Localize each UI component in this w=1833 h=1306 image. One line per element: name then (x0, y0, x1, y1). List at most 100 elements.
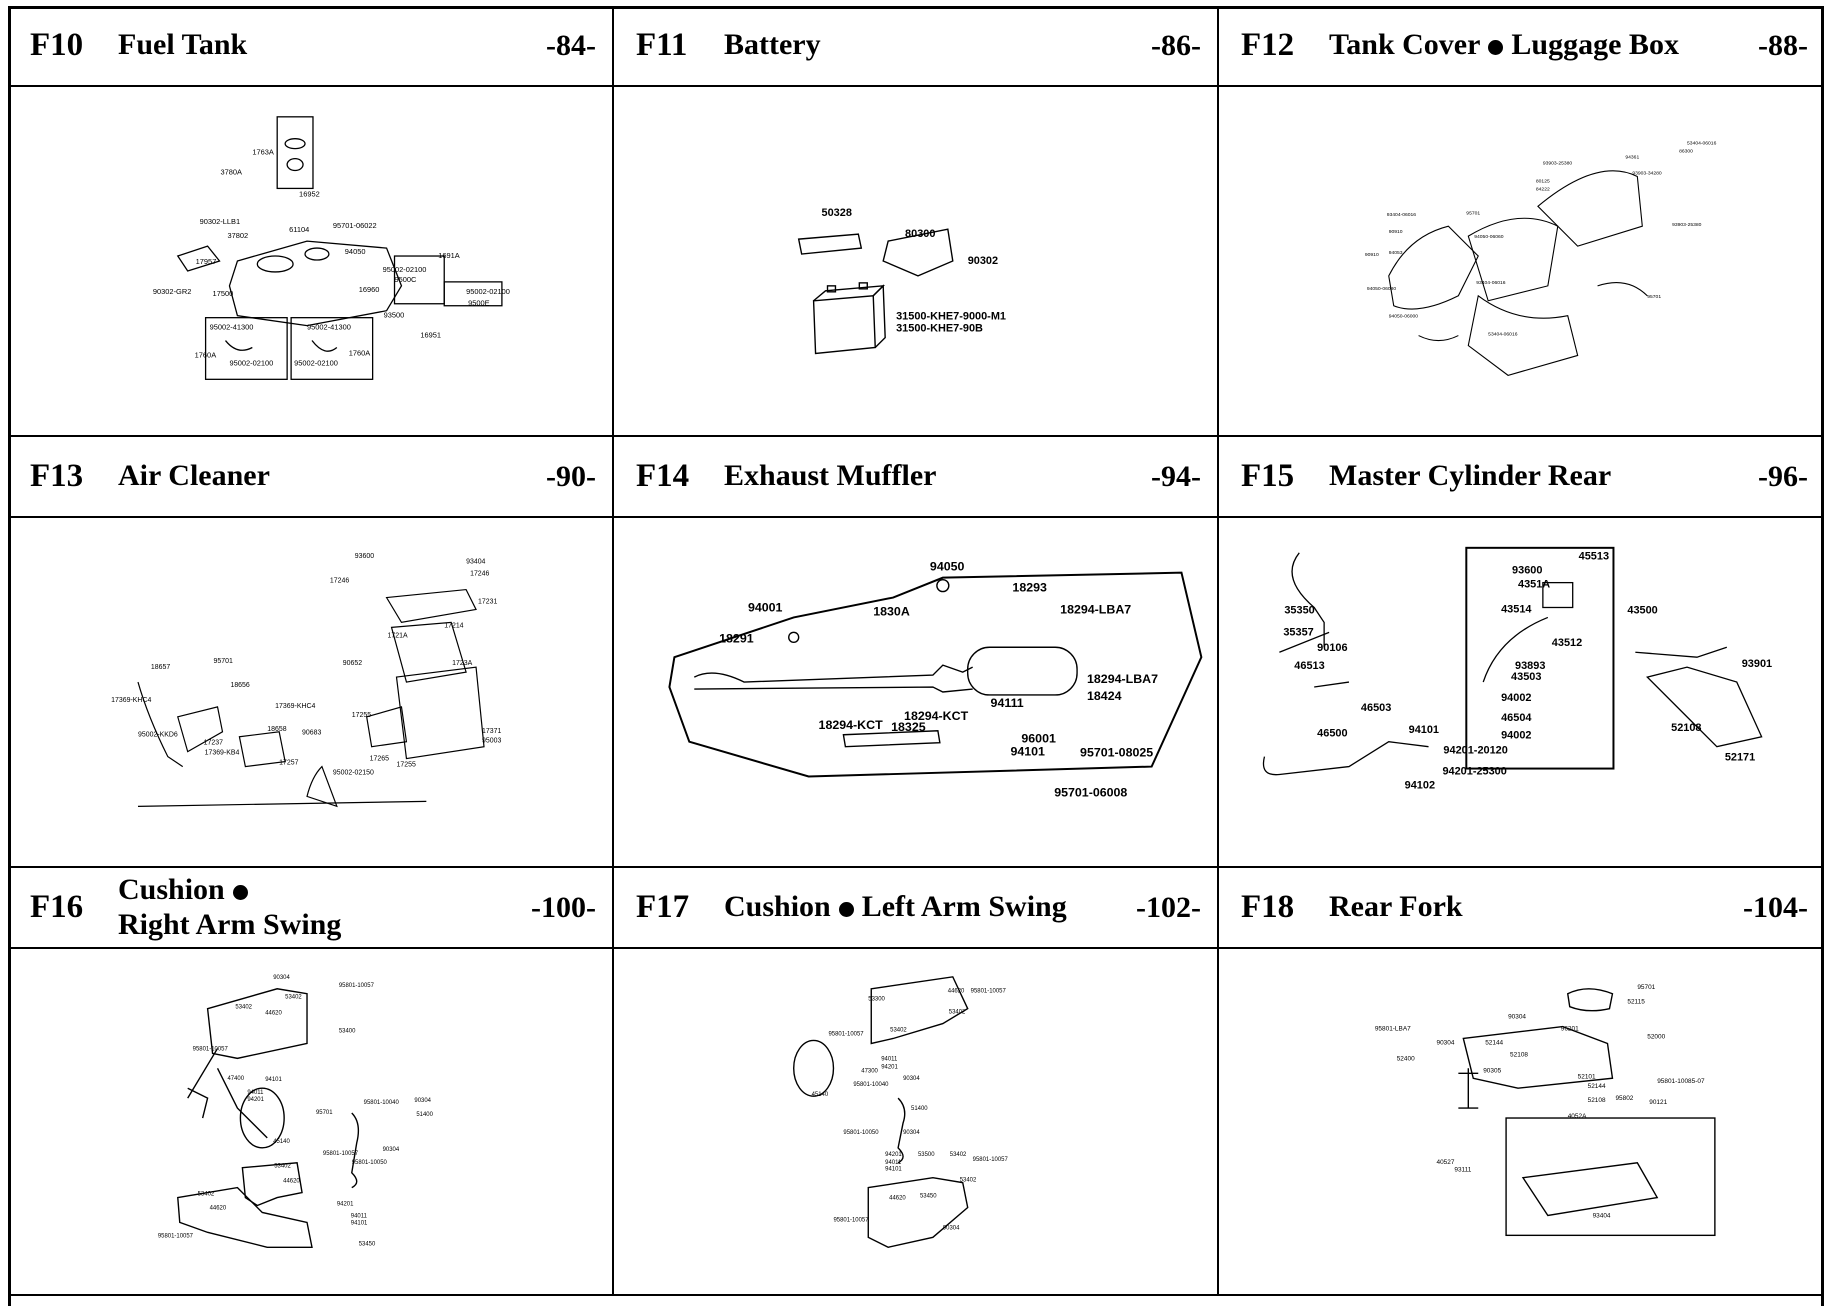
section-title-part: Left Arm Swing (861, 890, 1067, 924)
part-label: 44620 (265, 1011, 282, 1017)
part-label: 18657 (151, 664, 170, 671)
right-arm-swing-diagram: 90304 53402 95801-10057 53402 44620 5340… (158, 975, 434, 1248)
part-label: 18294-KCT (819, 718, 884, 732)
part-label: 1691A (438, 251, 460, 260)
part-label: 52108 (1510, 1051, 1528, 1058)
part-label: 53402 (890, 1028, 907, 1034)
section-title-part: Luggage Box (1511, 28, 1679, 62)
part-label: 61104 (289, 225, 309, 234)
part-label: 95002-02150 (333, 770, 374, 777)
part-label: 43500 (1627, 604, 1657, 616)
part-label: 95701 (1637, 984, 1655, 991)
section-page: -96- (1758, 459, 1808, 493)
section-title-part: Right Arm Swing (118, 907, 342, 941)
part-label: 3780A (221, 167, 243, 176)
master-cylinder-diagram: 45513 93600 4351A 35350 43514 43500 4351… (1262, 546, 1772, 791)
part-label: 52101 (1578, 1073, 1596, 1080)
part-label: 95801-LBA7 (1375, 1026, 1411, 1033)
section-page: -100- (531, 890, 596, 924)
section-code: F18 (1241, 889, 1295, 925)
part-label: 90106 (1317, 642, 1347, 654)
section-page: -94- (1151, 459, 1201, 493)
diagram-f16[interactable]: 90304 53402 95801-10057 53402 44620 5340… (8, 949, 614, 1296)
section-header-f11[interactable]: F11 Battery -86- (614, 6, 1219, 87)
section-code: F14 (636, 458, 690, 494)
part-label: 46500 (1317, 728, 1347, 740)
part-label: 53404-06016 (1488, 332, 1518, 338)
part-label: 95801-10057 (323, 1151, 359, 1157)
diagram-f14[interactable]: 94050 18293 94001 1830A 18294-LBA7 18291… (614, 518, 1219, 868)
diagram-f18[interactable]: 95701 52115 90304 95801-LBA7 96201 52000… (1219, 949, 1824, 1296)
part-label: 51400 (911, 1106, 928, 1112)
part-label: 1723A (452, 660, 472, 667)
part-label: 50328 (822, 207, 852, 219)
part-label: 94001 (748, 600, 783, 614)
bullet-icon (1488, 39, 1504, 55)
section-header-f18[interactable]: F18 Rear Fork -104- (1219, 868, 1824, 949)
section-page: -90- (546, 459, 596, 493)
part-label: 95002-41300 (307, 323, 351, 332)
section-header-f14[interactable]: F14 Exhaust Muffler -94- (614, 437, 1219, 518)
part-label: 4351A (1518, 579, 1550, 591)
part-label: 94201-20120 (1443, 745, 1507, 757)
part-label: 94361 (1625, 155, 1639, 161)
part-label: 93404 (466, 559, 485, 566)
part-label: 17246 (470, 571, 489, 578)
part-label: 90305 (1483, 1067, 1501, 1074)
part-label: 84222 (1536, 186, 1550, 192)
section-page: -86- (1151, 28, 1201, 62)
part-label: 95002-41300 (210, 323, 254, 332)
part-label: 95701-08025 (1080, 746, 1153, 760)
fuel-tank-diagram: 1763A 3780A 16952 90302-LLB1 37802 61104… (153, 116, 510, 380)
diagram-f17[interactable]: 53300 44620 95801-10057 53402 53402 9580… (614, 949, 1219, 1296)
diagram-f12[interactable]: 53404-06016 86300 93903-25380 94361 9390… (1219, 87, 1824, 437)
part-label: 53404-06016 (1687, 141, 1717, 147)
part-label: 95801-10057 (158, 1233, 194, 1239)
section-title-part: Cushion (724, 890, 831, 924)
section-title: Air Cleaner (118, 459, 270, 493)
part-label: 95801-10040 (853, 1082, 889, 1088)
part-label: 53402 (274, 1164, 291, 1170)
section-header-f13[interactable]: F13 Air Cleaner -90- (8, 437, 614, 518)
diagram-f15[interactable]: 45513 93600 4351A 35350 43514 43500 4351… (1219, 518, 1824, 868)
part-label: 94050-06000 (1389, 314, 1419, 320)
diagram-f13[interactable]: 93600 93404 17246 17246 17231 17214 1721… (8, 518, 614, 868)
part-label: 17369-KHC4 (275, 703, 315, 710)
part-label: 52115 (1627, 999, 1645, 1006)
part-label: 86300 (1679, 149, 1693, 155)
section-page: -84- (546, 28, 596, 62)
part-label: 94201 (881, 1064, 898, 1070)
part-label: 44620 (889, 1196, 906, 1202)
part-label: 17957 (196, 257, 217, 266)
part-label: 93404-06016 (1387, 212, 1417, 218)
section-header-f10[interactable]: F10 Fuel Tank -84- (8, 6, 614, 87)
air-cleaner-diagram: 93600 93404 17246 17246 17231 17214 1721… (111, 553, 501, 808)
section-header-f15[interactable]: F15 Master Cylinder Rear -96- (1219, 437, 1824, 518)
part-label: 44620 (210, 1205, 227, 1211)
part-label: 90304 (903, 1076, 920, 1082)
part-label: 95701 (214, 658, 233, 665)
part-label: 16952 (299, 189, 320, 198)
part-label: 80300 (905, 228, 935, 240)
part-label: 18294-LBA7 (1060, 602, 1131, 616)
part-label: 17500 (213, 289, 234, 298)
part-label: 17255 (352, 712, 371, 719)
part-label: 18325 (891, 720, 926, 734)
diagram-f11[interactable]: 50328 80300 90302 31500-KHE7-9000-M1 315… (614, 87, 1219, 437)
part-label: 90304 (1508, 1014, 1526, 1021)
part-label: 94101 (265, 1077, 282, 1083)
part-label: 90304 (903, 1130, 920, 1136)
section-page: -88- (1758, 28, 1808, 62)
battery-diagram: 50328 80300 90302 31500-KHE7-9000-M1 315… (797, 207, 1006, 355)
section-title: Battery (724, 28, 821, 62)
section-title: Master Cylinder Rear (1329, 459, 1612, 493)
diagram-f10[interactable]: 1763A 3780A 16952 90302-LLB1 37802 61104… (8, 87, 614, 437)
part-label: 18293 (1012, 581, 1047, 595)
part-label: 17246 (330, 578, 349, 585)
part-label: 90304 (943, 1225, 960, 1231)
rear-fork-diagram: 95701 52115 90304 95801-LBA7 96201 52000… (1375, 984, 1716, 1237)
part-label: 94050 (930, 560, 965, 574)
